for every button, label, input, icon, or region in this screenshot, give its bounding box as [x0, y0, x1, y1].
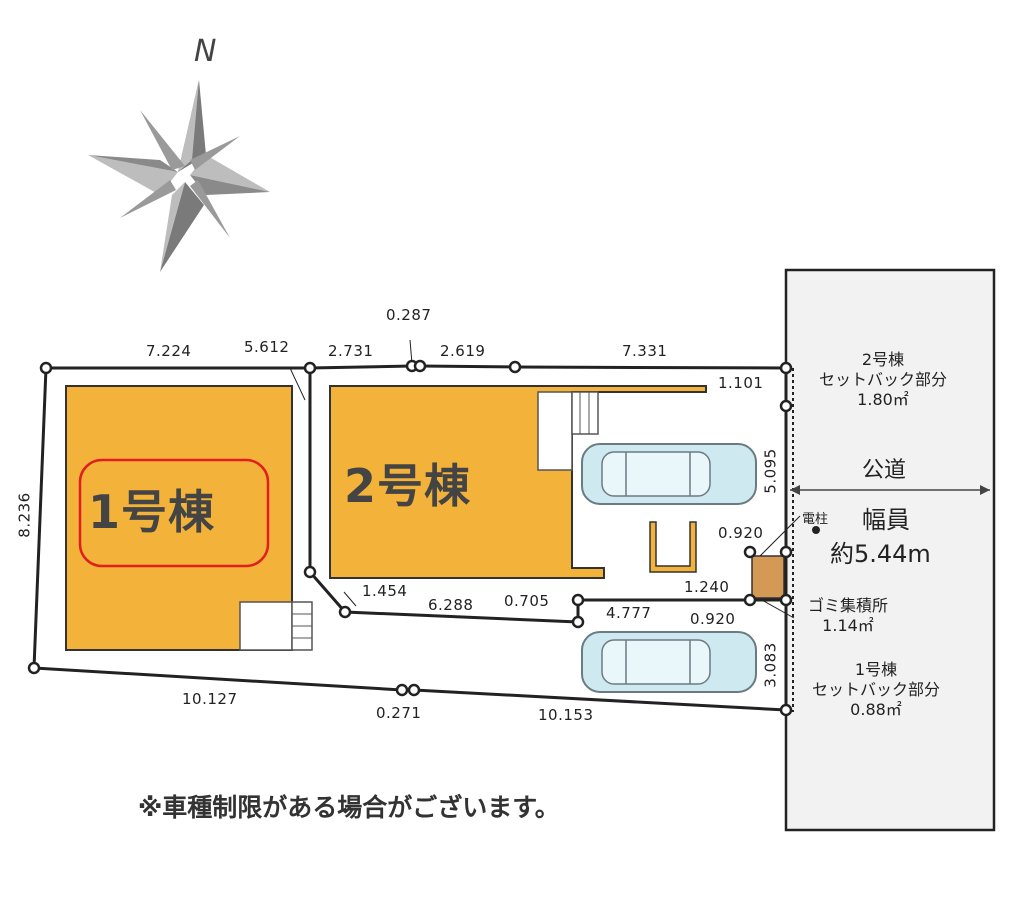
dim-top-e: 2.619: [440, 342, 486, 360]
vehicle-restriction-note: ※車種制限がある場合がございます。: [138, 793, 560, 822]
setback-2-label: 2号棟 セットバック部分 1.80㎡: [808, 350, 958, 410]
building-1-label: 1号棟: [88, 485, 216, 539]
building-2: [329, 385, 707, 579]
dim-garbage-side: 1.240: [684, 578, 730, 596]
dim-bottom-b: 0.271: [376, 704, 422, 722]
building-1-porch: [239, 601, 293, 651]
dim-top-d: 0.287: [386, 306, 432, 324]
setback-1-area: 0.88㎡: [850, 700, 902, 719]
vertex-markers: [27, 359, 793, 717]
dim-inner-b: 6.288: [428, 596, 474, 614]
setback-1-title: 1号棟: [854, 660, 898, 679]
road-width-label: 幅員: [862, 506, 910, 534]
dim-top-c: 2.731: [328, 342, 374, 360]
setback-1-desc: セットバック部分: [811, 680, 940, 699]
building-2-porch: [537, 391, 573, 471]
road-width-value: 約5.44m: [830, 540, 931, 568]
building-1-highlight: [78, 458, 270, 568]
setback-1-label: 1号棟 セットバック部分 0.88㎡: [798, 660, 954, 720]
public-road: [784, 268, 996, 832]
car-icon: [581, 443, 757, 505]
dim-bottom-a: 10.127: [182, 690, 238, 708]
building-2-label: 2号棟: [344, 459, 472, 513]
dim-top-b: 5.612: [244, 338, 290, 356]
garbage-label: ゴミ集積所 1.14㎡: [800, 596, 896, 636]
setback-2-area: 1.80㎡: [857, 390, 909, 409]
dim-top-a: 7.224: [146, 342, 192, 360]
dim-bottom-c: 10.153: [538, 706, 594, 724]
dim-garbage-bottom: 0.920: [690, 610, 736, 628]
dim-right-mid: 5.095: [761, 448, 780, 494]
parking-stop: [649, 521, 697, 573]
setback-2-desc: セットバック部分: [818, 370, 947, 389]
dim-garbage-top: 0.920: [718, 524, 764, 542]
road-name: 公道: [862, 458, 907, 483]
garbage-name: ゴミ集積所: [807, 596, 888, 615]
utility-pole-icon: [812, 526, 820, 534]
dim-right-top: 1.101: [718, 374, 764, 392]
dim-top-f: 7.331: [622, 342, 668, 360]
dim-inner-a: 1.454: [362, 582, 408, 600]
dim-inner-d: 4.777: [606, 604, 652, 622]
utility-pole-label: 電柱: [802, 512, 829, 527]
garbage-area-value: 1.14㎡: [822, 616, 874, 635]
dim-left: 8.236: [15, 492, 34, 538]
garbage-area: [751, 555, 785, 599]
compass-icon: [88, 80, 270, 272]
compass-north-label: N: [194, 34, 217, 69]
dim-inner-c: 0.705: [504, 592, 550, 610]
setback-2-title: 2号棟: [861, 350, 905, 369]
dim-right-low: 3.083: [761, 642, 780, 688]
car-icon: [581, 631, 757, 693]
